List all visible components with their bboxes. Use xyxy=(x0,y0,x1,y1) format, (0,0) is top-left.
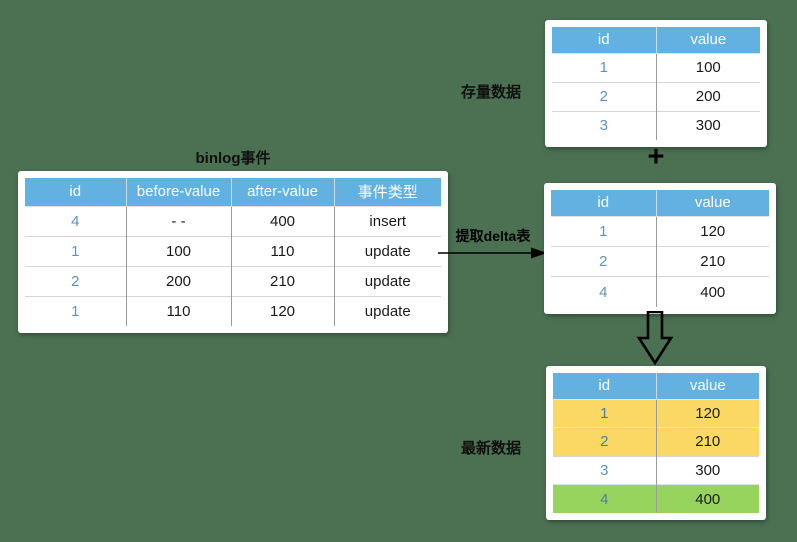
cell-value: 120 xyxy=(655,398,759,428)
delta-table-card: id value 1 120 2 210 4 400 xyxy=(544,183,776,314)
table-row: 3 300 xyxy=(553,455,759,485)
cell-after-value: 110 xyxy=(230,235,334,266)
table-row: 2 200 xyxy=(552,81,760,111)
binlog-header-before-value: before-value xyxy=(125,178,231,206)
cell-before-value: 100 xyxy=(125,235,231,266)
cell-event-type: update xyxy=(333,295,441,326)
cell-id: 2 xyxy=(25,265,126,296)
binlog-header-after-value: after-value xyxy=(230,178,334,206)
table-row: 1 120 xyxy=(553,398,759,428)
cell-value: 100 xyxy=(655,52,760,82)
cell-event-type: update xyxy=(333,265,441,296)
latest-header-id: id xyxy=(553,373,656,399)
stock-header-value: value xyxy=(655,27,760,53)
cell-id: 1 xyxy=(25,295,126,326)
cell-id: 4 xyxy=(551,276,656,307)
plus-icon: + xyxy=(647,141,665,173)
down-arrow-icon xyxy=(636,311,674,366)
delta-table: id value 1 120 2 210 4 400 xyxy=(551,190,769,307)
binlog-header-event-type: 事件类型 xyxy=(333,178,441,206)
cell-value: 210 xyxy=(655,427,759,456)
stock-data-label: 存量数据 xyxy=(460,84,521,101)
table-row: 1 100 xyxy=(552,52,760,82)
latest-table: id value 1 120 2 210 3 300 4 xyxy=(553,373,759,513)
binlog-table: id before-value after-value 事件类型 4 - - 4… xyxy=(25,178,441,326)
delta-header-value: value xyxy=(655,190,769,216)
delta-header-row: id value xyxy=(551,190,769,216)
right-arrow-icon xyxy=(438,247,547,259)
cell-before-value: - - xyxy=(125,205,231,236)
cell-event-type: insert xyxy=(333,205,441,236)
table-row: 3 300 xyxy=(552,110,760,140)
table-row: 1 120 xyxy=(551,215,769,247)
latest-header-value: value xyxy=(655,373,759,399)
latest-data-label: 最新数据 xyxy=(460,440,521,457)
cell-value: 300 xyxy=(655,455,759,485)
extract-delta-label: 提取delta表 xyxy=(455,228,531,244)
cell-id: 1 xyxy=(25,235,126,266)
binlog-table-card: id before-value after-value 事件类型 4 - - 4… xyxy=(18,171,448,333)
cell-after-value: 400 xyxy=(230,205,334,236)
table-row: 2 210 xyxy=(553,427,759,456)
cell-value: 400 xyxy=(655,276,769,307)
binlog-table-title: binlog事件 xyxy=(195,150,271,167)
binlog-header-id: id xyxy=(25,178,126,206)
cell-value: 120 xyxy=(655,215,769,247)
cell-id: 1 xyxy=(551,215,656,247)
latest-header-row: id value xyxy=(553,373,759,399)
cell-after-value: 120 xyxy=(230,295,334,326)
cell-id: 1 xyxy=(553,398,656,428)
cell-id: 2 xyxy=(551,245,656,277)
stock-header-row: id value xyxy=(552,27,760,53)
stock-header-id: id xyxy=(552,27,656,53)
cell-value: 210 xyxy=(655,245,769,277)
cell-id: 2 xyxy=(553,427,656,456)
cell-id: 3 xyxy=(552,110,656,140)
cell-before-value: 110 xyxy=(125,295,231,326)
table-row: 4 - - 400 insert xyxy=(25,205,441,236)
table-row: 4 400 xyxy=(551,276,769,307)
latest-table-card: id value 1 120 2 210 3 300 4 xyxy=(546,366,766,520)
table-row: 1 100 110 update xyxy=(25,235,441,266)
cell-value: 200 xyxy=(655,81,760,111)
delta-header-id: id xyxy=(551,190,656,216)
table-row: 2 210 xyxy=(551,245,769,277)
cell-id: 1 xyxy=(552,52,656,82)
table-row: 4 400 xyxy=(553,484,759,513)
cell-id: 4 xyxy=(553,484,656,513)
cell-after-value: 210 xyxy=(230,265,334,296)
cell-before-value: 200 xyxy=(125,265,231,296)
table-row: 1 110 120 update xyxy=(25,295,441,326)
stock-table: id value 1 100 2 200 3 300 xyxy=(552,27,760,140)
cell-id: 2 xyxy=(552,81,656,111)
binlog-header-row: id before-value after-value 事件类型 xyxy=(25,178,441,206)
cell-value: 300 xyxy=(655,110,760,140)
table-row: 2 200 210 update xyxy=(25,265,441,296)
cell-event-type: update xyxy=(333,235,441,266)
cell-id: 4 xyxy=(25,205,126,236)
cell-id: 3 xyxy=(553,455,656,485)
stock-table-card: id value 1 100 2 200 3 300 xyxy=(545,20,767,147)
cell-value: 400 xyxy=(655,484,759,513)
